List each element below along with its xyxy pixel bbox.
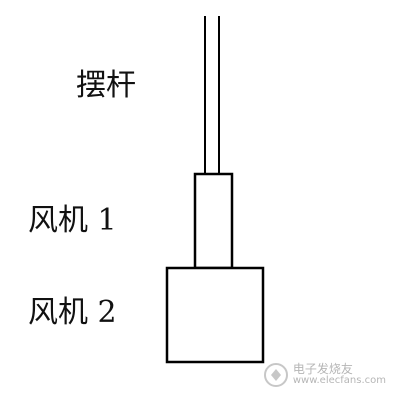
watermark-logo-icon [263, 363, 288, 387]
watermark: 电子发烧友 www.elecfans.com [263, 362, 386, 388]
fan-1-label: 风机 1 [28, 203, 117, 238]
swing-rod-label: 摆杆 [76, 68, 136, 103]
watermark-url: www.elecfans.com [292, 375, 386, 387]
fan-2-box [165, 266, 265, 364]
fan-1-box [193, 172, 234, 270]
fan-2-label: 风机 2 [28, 295, 117, 330]
watermark-brand: 电子发烧友 [292, 362, 353, 377]
